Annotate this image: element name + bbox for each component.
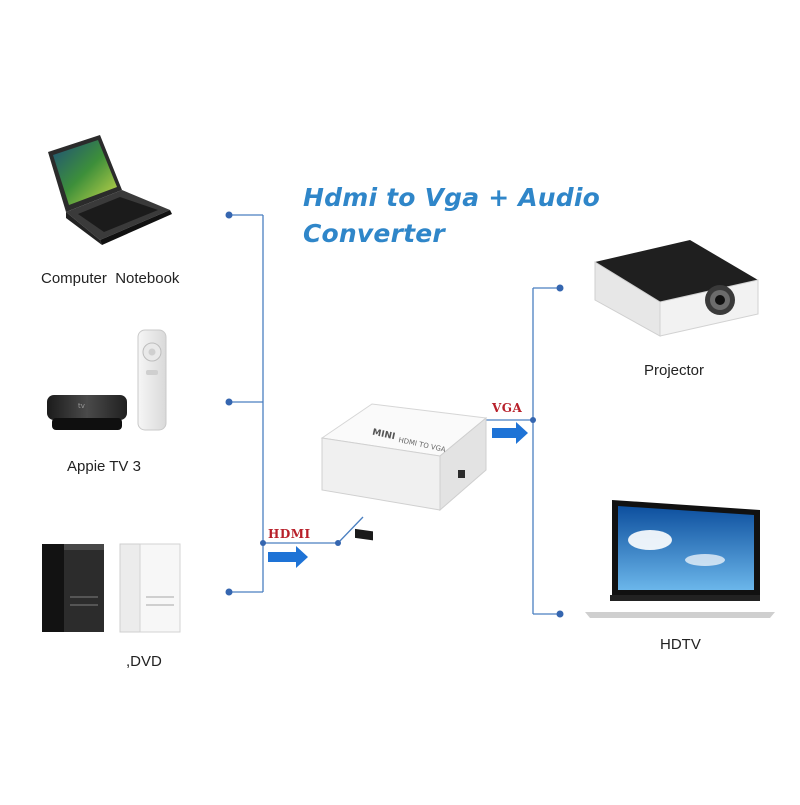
hdmi-tag: HDMI: [268, 527, 311, 541]
title-line-2: Converter: [303, 219, 445, 248]
hdmi-arrow-icon: [268, 546, 308, 568]
source-label-apple-tv: Appie TV 3: [67, 458, 141, 475]
svg-text:tv: tv: [78, 402, 85, 410]
title-line-1: Hdmi to Vga + Audio: [303, 183, 601, 212]
vga-arrow-icon: [492, 422, 528, 444]
game-console-icon: [42, 543, 181, 633]
vga-tag: VGA: [492, 401, 523, 415]
apple-tv-icon: tv: [47, 329, 167, 431]
output-bus-nodes: [530, 284, 564, 618]
laptop-icon: [48, 135, 172, 245]
projector-icon: [594, 240, 759, 337]
source-label-dvd: ,DVD: [126, 653, 162, 670]
input-bus-lines: [229, 214, 364, 593]
source-label-laptop: Computer Notebook: [41, 270, 180, 287]
converter-device: [320, 403, 488, 541]
output-bus-lines: [486, 287, 560, 615]
diagram-title: Hdmi to Vga + Audio Converter: [303, 180, 600, 252]
tv-icon: [585, 500, 775, 618]
output-label-hdtv: HDTV: [660, 636, 701, 653]
input-bus-nodes: [225, 211, 341, 596]
output-label-projector: Projector: [644, 362, 705, 379]
